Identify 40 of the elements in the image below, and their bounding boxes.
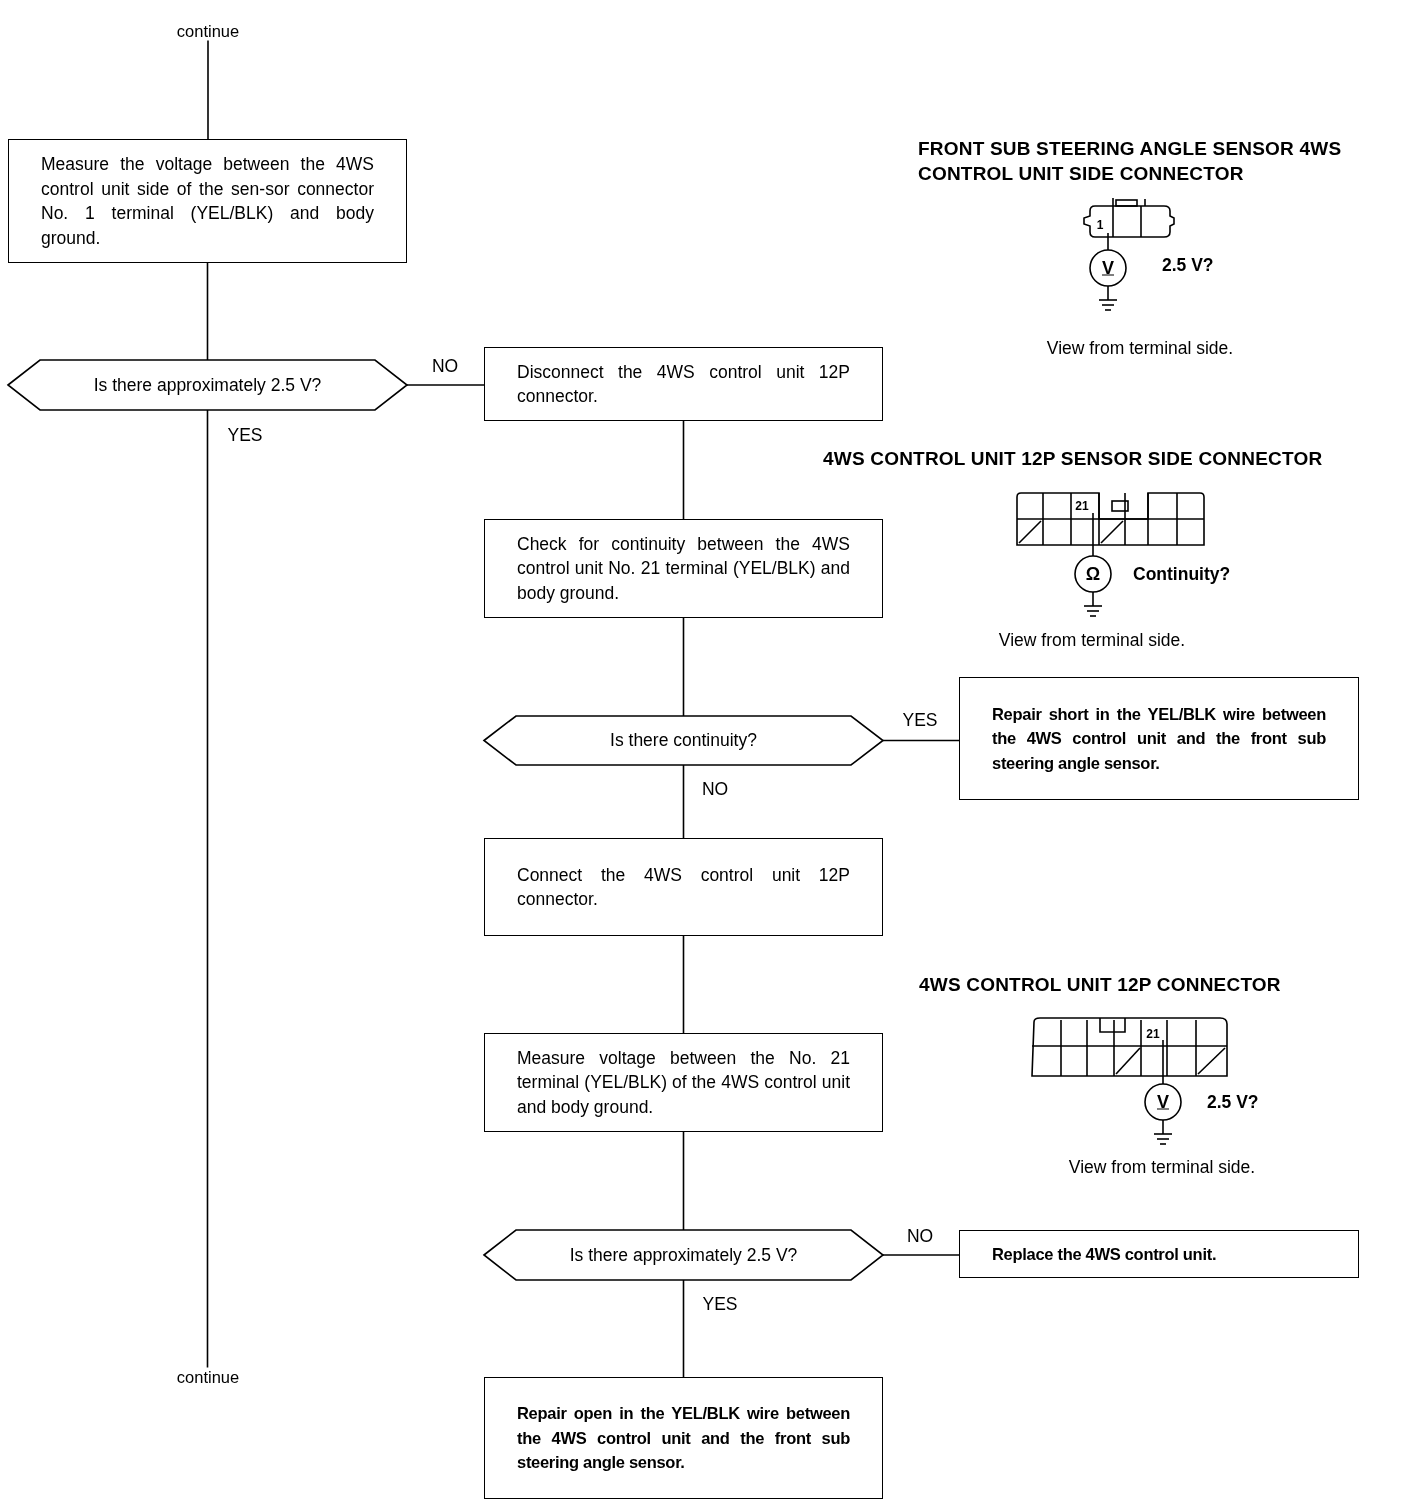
connector-title: FRONT SUB STEERING ANGLE SENSOR 4WS CONTROL UNIT SIDE CONNECTOR [918,137,1343,186]
view-note: View from terminal side. [1068,1156,1256,1178]
flow-line [682,935,685,1034]
flow-line [682,1131,685,1231]
decision-hexagon: Is there continuity? [484,716,883,765]
decision-hexagon: Is there approximately 2.5 V? [8,360,407,410]
pin-number: 21 [1075,499,1089,513]
process-box: Measure voltage between the No. 21 terminal (YEL/BLK) of the 4WS control unit and body ground. [484,1033,883,1132]
flow-line [682,420,685,520]
process-box: Replace the 4WS control unit. [959,1230,1359,1278]
flow-line [406,384,485,386]
meter-symbol: V [1157,1091,1169,1113]
decision-hexagon: Is there approximately 2.5 V? [484,1230,883,1280]
pin-number: 1 [1096,218,1104,232]
process-box: Measure the voltage between the 4WS control unit side of the sen-sor connector No. 1 terminal (YEL/BLK) and body ground. [8,139,407,263]
process-box: Repair short in the YEL/BLK wire between the 4WS control unit and the front sub steering angle sensor. [959,677,1359,800]
flow-line [682,617,685,717]
pin-number: 21 [1146,1027,1160,1041]
continue-label: continue [176,1367,240,1387]
connector-title: 4WS CONTROL UNIT 12P SENSOR SIDE CONNECTOR [823,446,1323,471]
flow-line [882,739,960,742]
view-note: View from terminal side. [1046,337,1234,359]
flow-line [882,1254,960,1256]
measurement-label: 2.5 V? [1162,254,1214,276]
view-note: View from terminal side. [998,629,1186,651]
meter-symbol: Ω [1085,563,1101,585]
measurement-label: 2.5 V? [1207,1091,1259,1113]
flow-line [206,409,209,1369]
measurement-label: Continuity? [1133,563,1231,585]
flow-line [682,764,685,839]
process-box: Disconnect the 4WS control unit 12P connector. [484,347,883,421]
process-box: Check for continuity between the 4WS control unit No. 21 terminal (YEL/BLK) and body ground. [484,519,883,618]
flow-line [682,1279,685,1378]
continue-label: continue [176,21,240,41]
connector-title: 4WS CONTROL UNIT 12P CONNECTOR [919,972,1282,997]
flow-line [207,39,209,140]
process-box: Connect the 4WS control unit 12P connector. [484,838,883,936]
flow-line [206,262,209,361]
meter-symbol: V [1102,257,1114,279]
process-box: Repair open in the YEL/BLK wire between the 4WS control unit and the front sub steering angle sensor. [484,1377,883,1499]
